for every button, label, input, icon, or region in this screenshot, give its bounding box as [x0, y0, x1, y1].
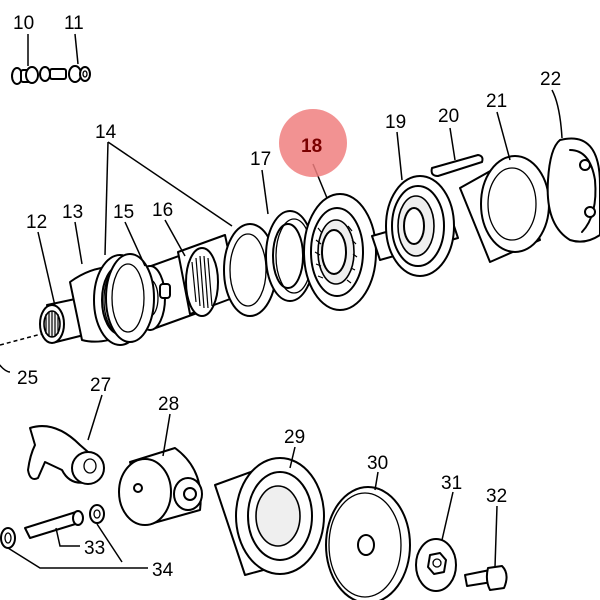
label-30: 30	[367, 453, 388, 474]
label-25: 25	[17, 368, 38, 389]
label-22: 22	[540, 69, 561, 90]
label-31: 31	[441, 473, 462, 494]
part-30-disc-plate	[325, 486, 411, 600]
part-34-washer	[0, 504, 105, 549]
label-18: 18	[301, 136, 322, 157]
part-22-clutch-plate	[546, 137, 600, 243]
label-12: 12	[26, 212, 47, 233]
label-11: 11	[64, 13, 84, 34]
part-14-ring-pair	[105, 223, 277, 343]
label-32: 32	[486, 486, 507, 507]
part-20-key	[430, 154, 484, 177]
part-31-washer-nut	[415, 538, 457, 592]
part-28-cylinder	[118, 447, 203, 526]
part-32-bolt	[464, 565, 508, 591]
callout-labels: 10 11 12 13 14 15 16 17 18 19 20 21 22 2…	[13, 13, 561, 581]
label-10: 10	[13, 13, 34, 34]
label-34: 34	[152, 560, 174, 581]
label-13: 13	[62, 202, 83, 223]
part-18-roller-bearing	[303, 193, 377, 311]
label-15: 15	[113, 202, 134, 223]
part-19-ball-bearing	[385, 175, 455, 277]
part-21-drive-hub	[459, 155, 550, 263]
label-20: 20	[438, 106, 459, 127]
label-19: 19	[385, 112, 406, 133]
label-29: 29	[284, 427, 305, 448]
label-17: 17	[250, 149, 271, 170]
part-29-flanged-cup	[214, 457, 325, 576]
label-14: 14	[95, 122, 117, 143]
leader-lines	[0, 33, 563, 569]
highlight-marker	[279, 109, 347, 177]
label-16: 16	[152, 200, 173, 221]
part-27-lever	[27, 425, 105, 485]
label-21: 21	[486, 91, 507, 112]
label-33: 33	[84, 538, 105, 559]
label-28: 28	[158, 394, 179, 415]
part-33-pin	[24, 510, 84, 539]
part-16-splined-coupling	[177, 234, 239, 317]
part-10-screw	[11, 66, 67, 85]
label-27: 27	[90, 375, 111, 396]
part-11-washer	[68, 65, 91, 83]
